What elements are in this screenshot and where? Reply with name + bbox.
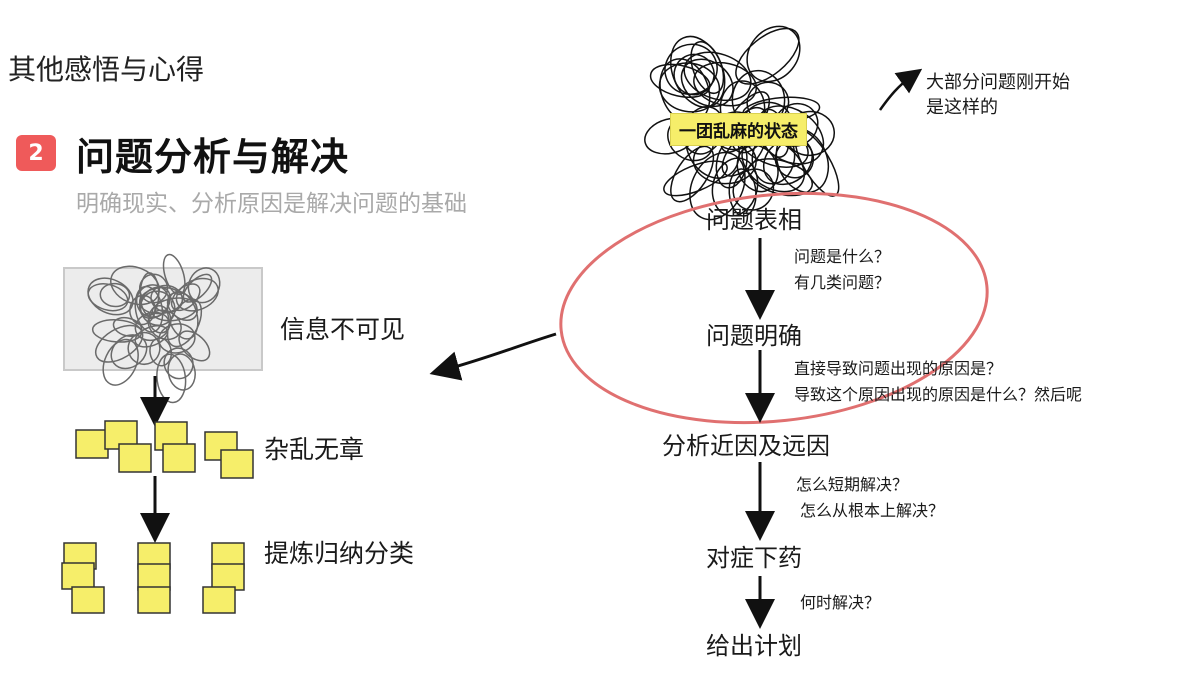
scribble-loop (658, 62, 721, 113)
scribble-loop (163, 347, 194, 380)
question-root-cause: 导致这个原因出现的原因是什么？然后呢 (794, 385, 1083, 404)
question-fundamental: 怎么从根本上解决？ (800, 501, 945, 520)
step-symptom: 问题表相 (706, 206, 802, 234)
scribble-loop (134, 285, 164, 333)
question-direct-cause: 直接导致问题出现的原因是？ (794, 359, 1003, 378)
section-number-badge: 2 (16, 135, 56, 171)
scribble-loop (670, 35, 726, 108)
step-treatment: 对症下药 (706, 544, 802, 572)
question-types: 有几类问题？ (794, 273, 891, 292)
scribble-loop (182, 273, 213, 303)
scribble-loop (87, 277, 134, 316)
question-when: 何时解决？ (800, 593, 881, 612)
stage-messy-label: 杂乱无章 (264, 435, 365, 464)
scribble-loop (663, 160, 728, 197)
cloud-note-line-2: 是这样的 (926, 97, 998, 118)
scribble-loop (680, 58, 734, 108)
question-short-term: 怎么短期解决？ (796, 475, 909, 494)
sticky-notes-grouped (61, 542, 245, 614)
scribble-loop (746, 25, 801, 83)
scribble-loop (670, 145, 715, 203)
scribble-loop (649, 63, 711, 98)
section-subtitle: 明确现实、分析原因是解决问题的基础 (76, 191, 467, 217)
scribble-loop (736, 144, 779, 193)
scribble-loop (166, 298, 203, 348)
scribble-loop (99, 282, 131, 308)
scribble-loop (156, 353, 187, 404)
question-group-1: 问题是什么？ 有几类问题？ (794, 244, 890, 296)
step-clarify: 问题明确 (706, 322, 802, 350)
scribble-loop (134, 311, 171, 342)
note-arrow (878, 68, 923, 111)
question-group-2: 直接导致问题出现的原因是？ 导致这个原因出现的原因是什么？然后呢 (794, 356, 1082, 408)
section-title: 问题分析与解决 (76, 135, 350, 179)
scribble-loop (178, 330, 211, 362)
tangle-box (63, 267, 263, 371)
link-arrow (429, 332, 557, 381)
stage-classify-label: 提炼归纳分类 (264, 539, 415, 568)
question-what: 问题是什么？ (794, 247, 891, 266)
scribble-loop (135, 284, 170, 318)
tangle-scribble (87, 253, 221, 404)
cloud-label: 一团乱麻的状态 (670, 113, 807, 146)
step-plan: 给出计划 (706, 632, 802, 660)
scribble-loop (732, 168, 775, 211)
scribble-loop (664, 43, 718, 95)
sticky-notes-scattered (75, 420, 254, 479)
scribble-loop (110, 334, 148, 370)
step-analyze-causes: 分析近因及远因 (662, 432, 830, 460)
focus-ellipse (559, 191, 989, 425)
scribble-loop (94, 324, 144, 363)
question-group-4: 何时解决？ (800, 590, 880, 616)
page-title: 其他感悟与心得 (8, 53, 205, 86)
scribble-loop (175, 277, 219, 312)
scribble-loop (147, 309, 182, 341)
cloud-note: 大部分问题刚开始 是这样的 (926, 70, 1070, 120)
cloud-note-line-1: 大部分问题刚开始 (926, 72, 1070, 93)
question-group-3: 怎么短期解决？ 怎么从根本上解决？ (796, 472, 944, 524)
stage-invisible-label: 信息不可见 (280, 315, 406, 344)
